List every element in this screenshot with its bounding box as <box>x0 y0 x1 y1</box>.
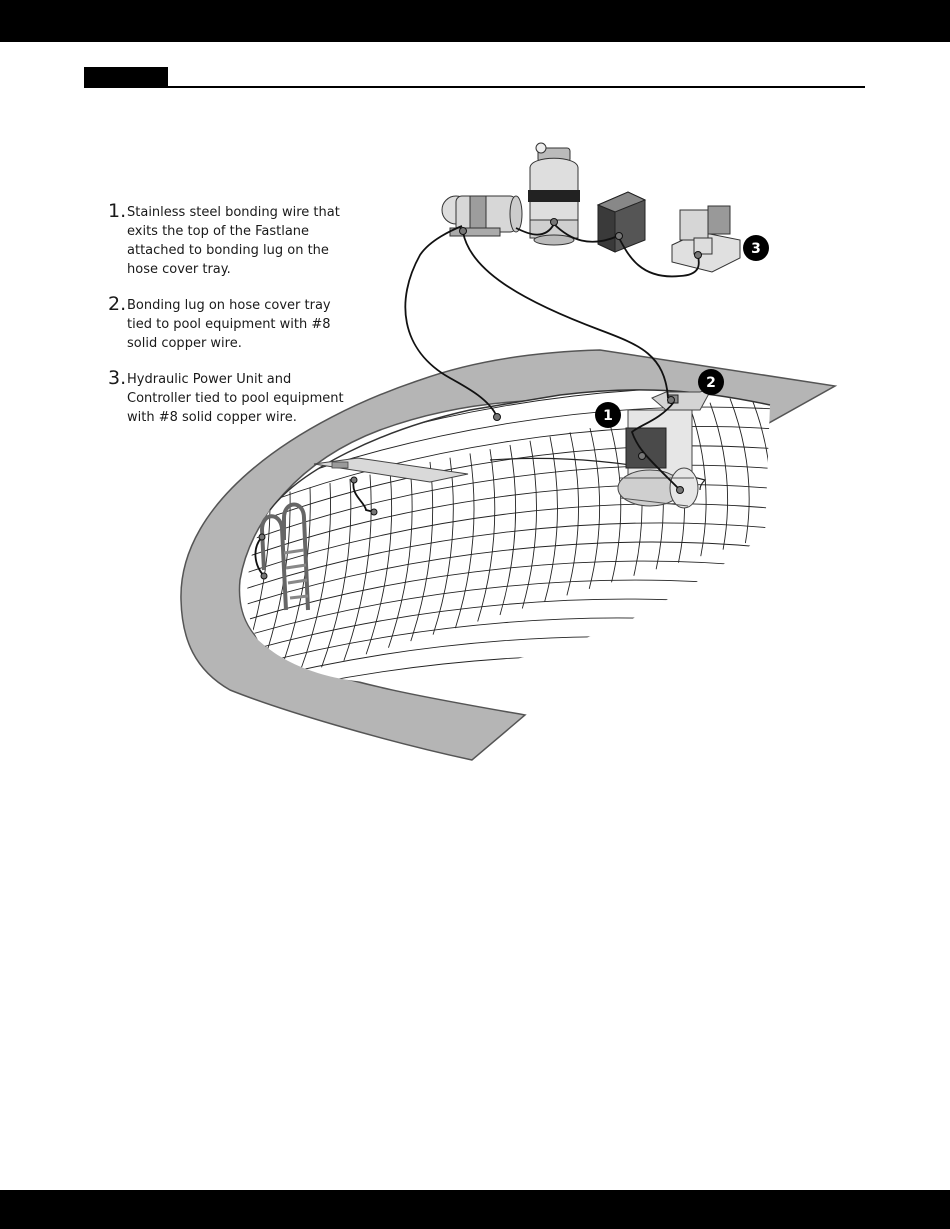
hydraulic-power-unit <box>672 206 740 272</box>
fastlane-unit <box>618 410 698 508</box>
callout-2-label: 2 <box>706 375 716 391</box>
callout-1: 1 <box>595 402 621 428</box>
bottom-black-bar <box>0 1190 950 1229</box>
callout-1-label: 1 <box>603 408 613 424</box>
callout-3-label: 3 <box>751 241 761 257</box>
callout-3: 3 <box>743 235 769 261</box>
callout-2: 2 <box>698 369 724 395</box>
filter-tank <box>528 143 580 245</box>
